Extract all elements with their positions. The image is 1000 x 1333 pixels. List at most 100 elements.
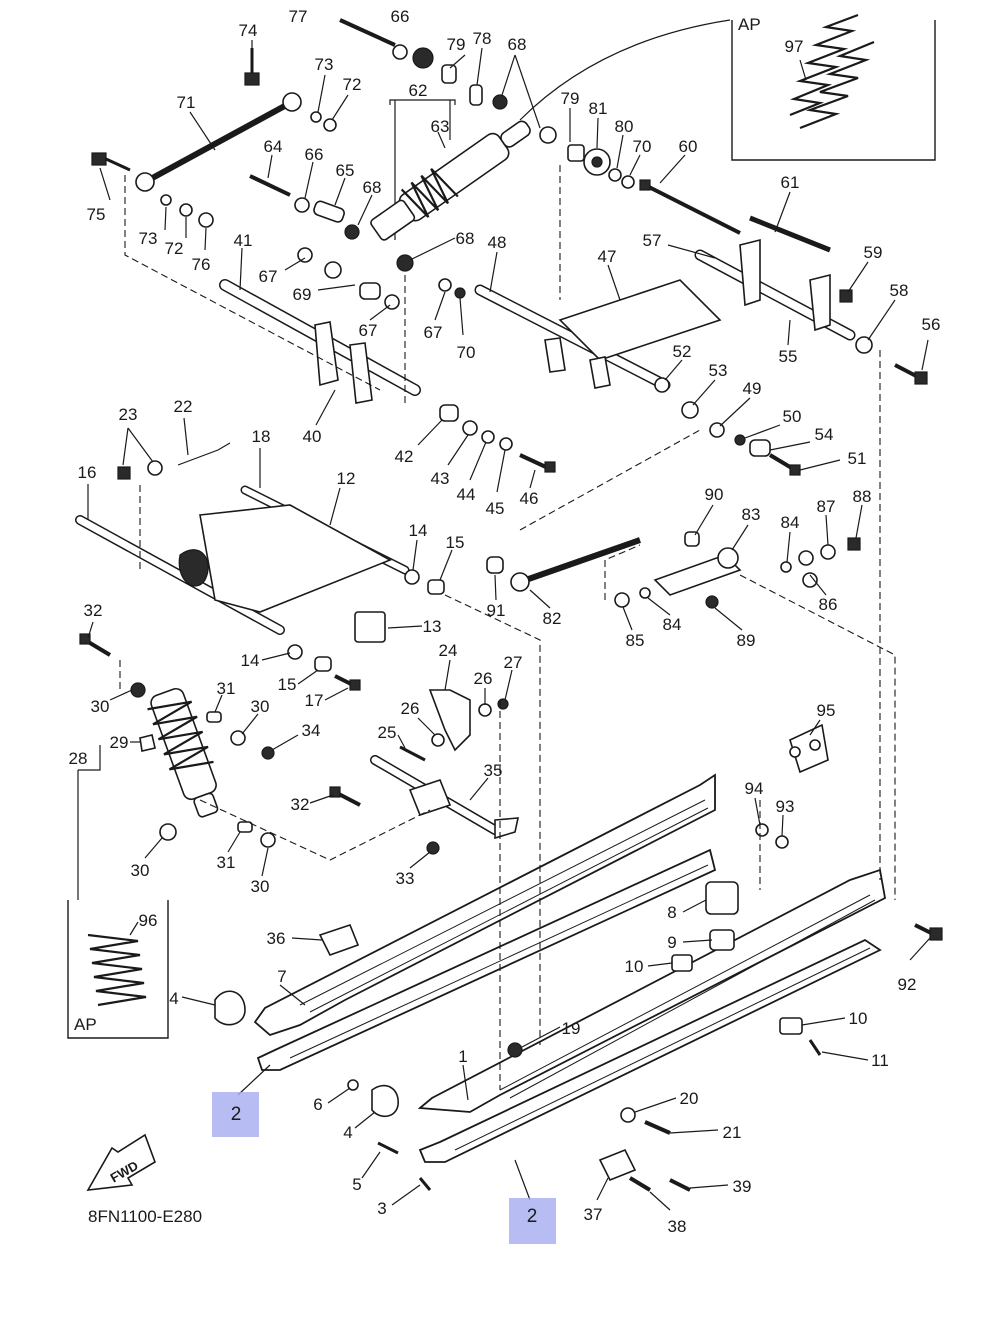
callout[interactable]: 4 (169, 989, 178, 1008)
callout[interactable]: 7 (277, 967, 286, 986)
callout[interactable]: 60 (679, 137, 698, 156)
callout[interactable]: 70 (633, 137, 652, 156)
callout[interactable]: 46 (520, 489, 539, 508)
callout[interactable]: 70 (457, 343, 476, 362)
highlight-part-2-right[interactable]: 2 (509, 1198, 556, 1244)
callout[interactable]: 12 (337, 469, 356, 488)
callout[interactable]: 50 (783, 407, 802, 426)
callout[interactable]: 23 (119, 405, 138, 424)
callout[interactable]: 31 (217, 679, 236, 698)
callout[interactable]: 40 (303, 427, 322, 446)
callout[interactable]: 25 (378, 723, 397, 742)
callout[interactable]: 69 (293, 285, 312, 304)
callout[interactable]: 57 (643, 231, 662, 250)
callout[interactable]: 67 (259, 267, 278, 286)
callout[interactable]: 3 (377, 1199, 386, 1218)
callout[interactable]: 76 (192, 255, 211, 274)
callout[interactable]: 66 (305, 145, 324, 164)
callout[interactable]: 30 (251, 877, 270, 896)
callout[interactable]: 36 (267, 929, 286, 948)
callout[interactable]: 79 (561, 89, 580, 108)
callout[interactable]: 54 (815, 425, 834, 444)
callout[interactable]: 68 (508, 35, 527, 54)
callout[interactable]: 47 (598, 247, 617, 266)
callout[interactable]: 30 (131, 861, 150, 880)
callout[interactable]: 19 (562, 1019, 581, 1038)
callout[interactable]: 71 (177, 93, 196, 112)
callout[interactable]: 53 (709, 361, 728, 380)
callout[interactable]: 26 (401, 699, 420, 718)
callout[interactable]: 72 (165, 239, 184, 258)
callout[interactable]: 31 (217, 853, 236, 872)
callout[interactable]: 16 (78, 463, 97, 482)
callout[interactable]: 95 (817, 701, 836, 720)
callout[interactable]: 64 (264, 137, 283, 156)
callout[interactable]: 44 (457, 485, 476, 504)
callout[interactable]: 80 (615, 117, 634, 136)
callout[interactable]: 9 (667, 933, 676, 952)
callout[interactable]: 49 (743, 379, 762, 398)
callout[interactable]: 18 (252, 427, 271, 446)
callout[interactable]: 51 (848, 449, 867, 468)
callout[interactable]: 72 (343, 75, 362, 94)
callout[interactable]: 97 (785, 37, 804, 56)
callout[interactable]: 14 (241, 651, 260, 670)
callout[interactable]: 13 (423, 617, 442, 636)
callout[interactable]: 1 (458, 1047, 467, 1066)
callout[interactable]: 59 (864, 243, 883, 262)
callout[interactable]: 30 (251, 697, 270, 716)
callout[interactable]: 62 (409, 81, 428, 100)
callout[interactable]: 77 (289, 7, 308, 26)
callout[interactable]: 96 (139, 911, 158, 930)
callout[interactable]: 67 (359, 321, 378, 340)
callout[interactable]: 26 (474, 669, 493, 688)
callout[interactable]: 85 (626, 631, 645, 650)
callout[interactable]: 30 (91, 697, 110, 716)
callout[interactable]: 81 (589, 99, 608, 118)
callout[interactable]: 8 (667, 903, 676, 922)
callout[interactable]: 86 (819, 595, 838, 614)
callout[interactable]: 43 (431, 469, 450, 488)
callout[interactable]: 94 (745, 779, 764, 798)
callout[interactable]: 37 (584, 1205, 603, 1224)
callout[interactable]: 78 (473, 29, 492, 48)
callout[interactable]: 73 (315, 55, 334, 74)
callout[interactable]: 48 (488, 233, 507, 252)
callout[interactable]: 93 (776, 797, 795, 816)
callout[interactable]: 52 (673, 342, 692, 361)
callout[interactable]: 84 (663, 615, 682, 634)
callout[interactable]: 45 (486, 499, 505, 518)
callout[interactable]: 56 (922, 315, 941, 334)
callout[interactable]: 91 (487, 601, 506, 620)
callout[interactable]: 10 (625, 957, 644, 976)
callout[interactable]: 73 (139, 229, 158, 248)
highlight-part-2-left[interactable]: 2 (212, 1092, 259, 1137)
callout[interactable]: 15 (446, 533, 465, 552)
callout[interactable]: 24 (439, 641, 458, 660)
callout[interactable]: 75 (87, 205, 106, 224)
callout[interactable]: 67 (424, 323, 443, 342)
callout[interactable]: 42 (395, 447, 414, 466)
callout[interactable]: 5 (352, 1175, 361, 1194)
callout[interactable]: 74 (239, 21, 258, 40)
callout[interactable]: 82 (543, 609, 562, 628)
callout[interactable]: 32 (84, 601, 103, 620)
callout[interactable]: 90 (705, 485, 724, 504)
callout[interactable]: 11 (871, 1051, 889, 1070)
callout[interactable]: 68 (363, 178, 382, 197)
callout[interactable]: 65 (336, 161, 355, 180)
callout[interactable]: 15 (278, 675, 297, 694)
callout[interactable]: 28 (69, 749, 88, 768)
callout[interactable]: 84 (781, 513, 800, 532)
callout[interactable]: 87 (817, 497, 836, 516)
callout[interactable]: 68 (456, 229, 475, 248)
callout[interactable]: 4 (343, 1123, 352, 1142)
callout[interactable]: 34 (302, 721, 321, 740)
callout[interactable]: 22 (174, 397, 193, 416)
callout[interactable]: 38 (668, 1217, 687, 1236)
callout[interactable]: 10 (849, 1009, 868, 1028)
callout[interactable]: 83 (742, 505, 761, 524)
callout[interactable]: 29 (110, 733, 129, 752)
callout[interactable]: 55 (779, 347, 798, 366)
callout[interactable]: 33 (396, 869, 415, 888)
